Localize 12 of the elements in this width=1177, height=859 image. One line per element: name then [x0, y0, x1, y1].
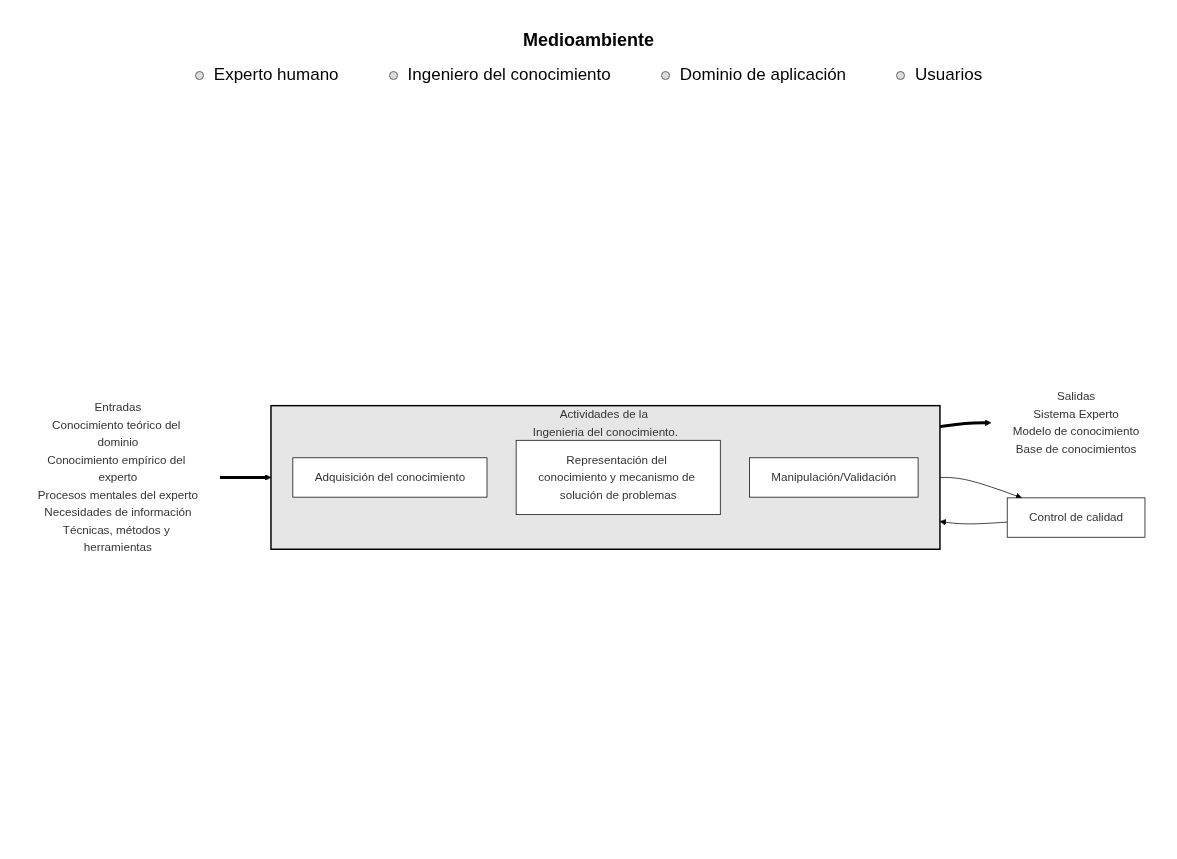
- node-text: Entradas Conocimiento teórico del dominio Conocimiento empírico del experto Procesos mentales del experto Necesidades de información Técnicas, métodos y herramientas: [37, 400, 198, 554]
- bullet-item: Usuarios: [896, 65, 983, 85]
- bullet-item: Ingeniero del conocimiento: [388, 65, 611, 85]
- node-text: Salidas Sistema Experto Modelo de conocimiento Base de conocimientos: [1012, 389, 1140, 455]
- arrow: [939, 419, 992, 429]
- diagram-title: Medioambiente: [523, 30, 654, 51]
- bullet-item: Experto humano: [194, 65, 339, 85]
- bullet-item: Dominio de aplicación: [660, 65, 847, 85]
- node-box: Adquisición del conocimiento: [292, 457, 488, 498]
- node-box: Representación del conocimiento y mecanismo de solución de problemas: [515, 439, 721, 515]
- node-box: Manipulación/Validación: [749, 457, 919, 498]
- node-box: Control de calidad: [1006, 497, 1146, 538]
